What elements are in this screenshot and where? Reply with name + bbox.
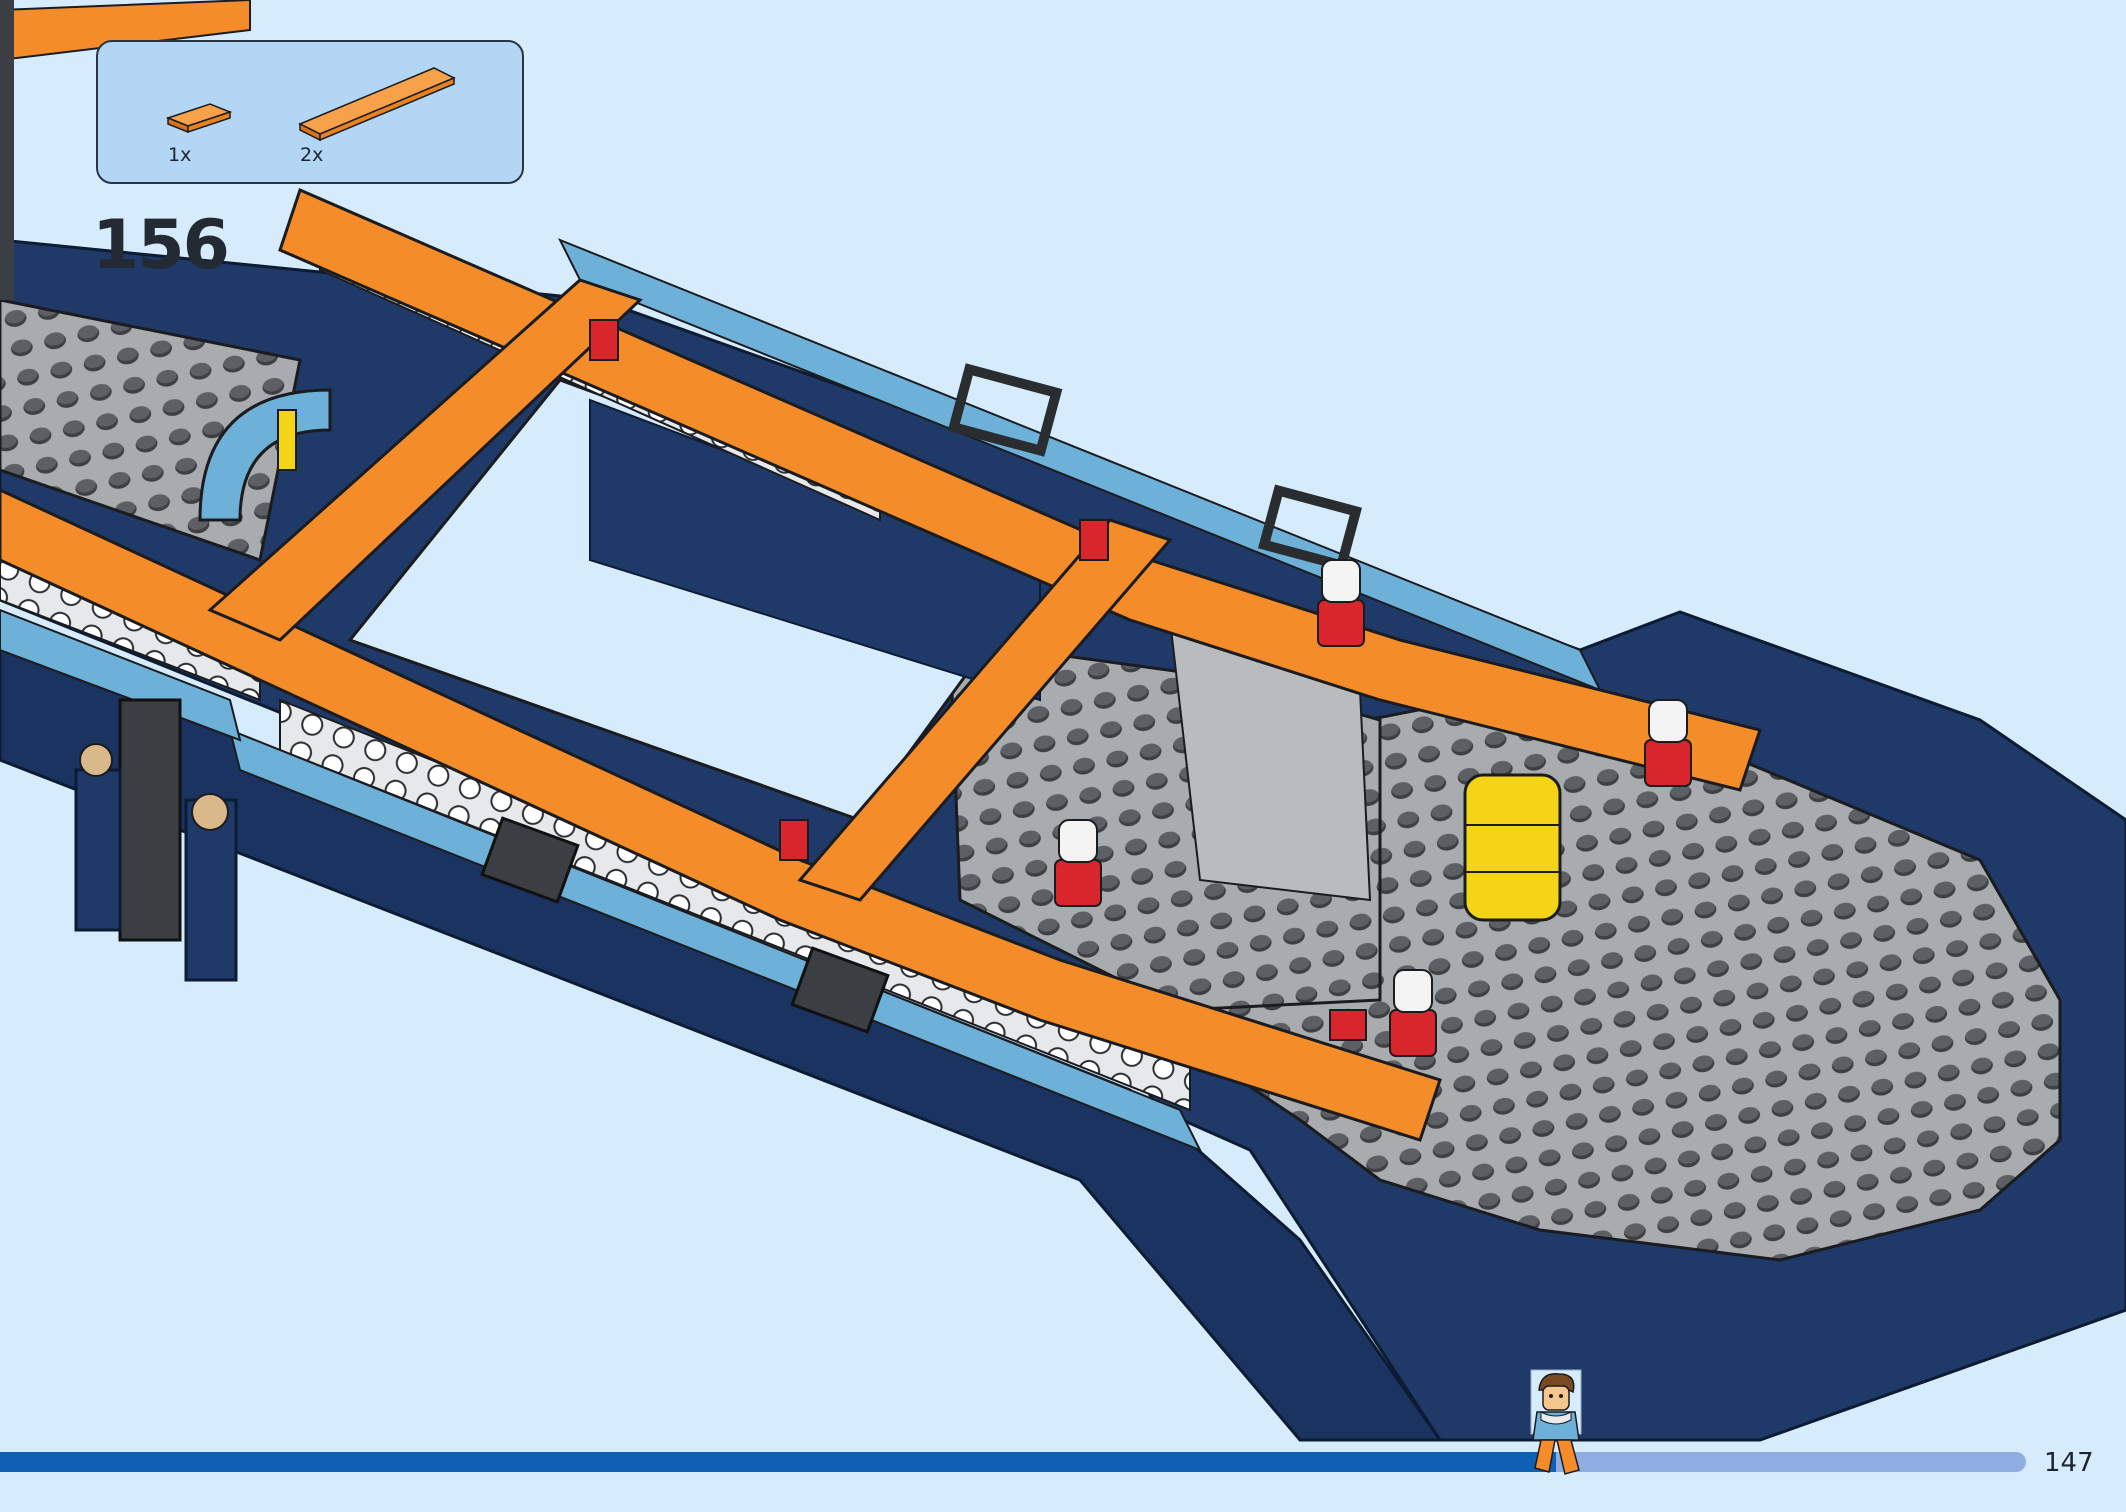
orange-beam-1 bbox=[207, 278, 643, 642]
progress-bar bbox=[0, 1452, 2026, 1472]
bollard-3 bbox=[1054, 819, 1102, 907]
bollard-4 bbox=[1389, 969, 1437, 1057]
yellow-barrel bbox=[1463, 773, 1562, 922]
orange-rail-bottom bbox=[0, 488, 1442, 1142]
minifigure-progress-marker bbox=[1530, 1369, 1582, 1475]
bollard-2 bbox=[1644, 699, 1692, 787]
progress-fill bbox=[0, 1452, 1556, 1472]
part-quantity-1: 1x bbox=[168, 144, 192, 166]
bollard-1 bbox=[1317, 559, 1365, 647]
part-quantity-2: 2x bbox=[300, 144, 324, 166]
orange-tile-1x6-icon bbox=[298, 67, 456, 142]
orange-tile-1x2-icon bbox=[166, 103, 232, 134]
page-number: 147 bbox=[2044, 1448, 2094, 1478]
step-number: 156 bbox=[92, 206, 230, 285]
parts-callout: 1x 2x bbox=[96, 40, 524, 184]
orange-beam-2 bbox=[797, 518, 1173, 902]
